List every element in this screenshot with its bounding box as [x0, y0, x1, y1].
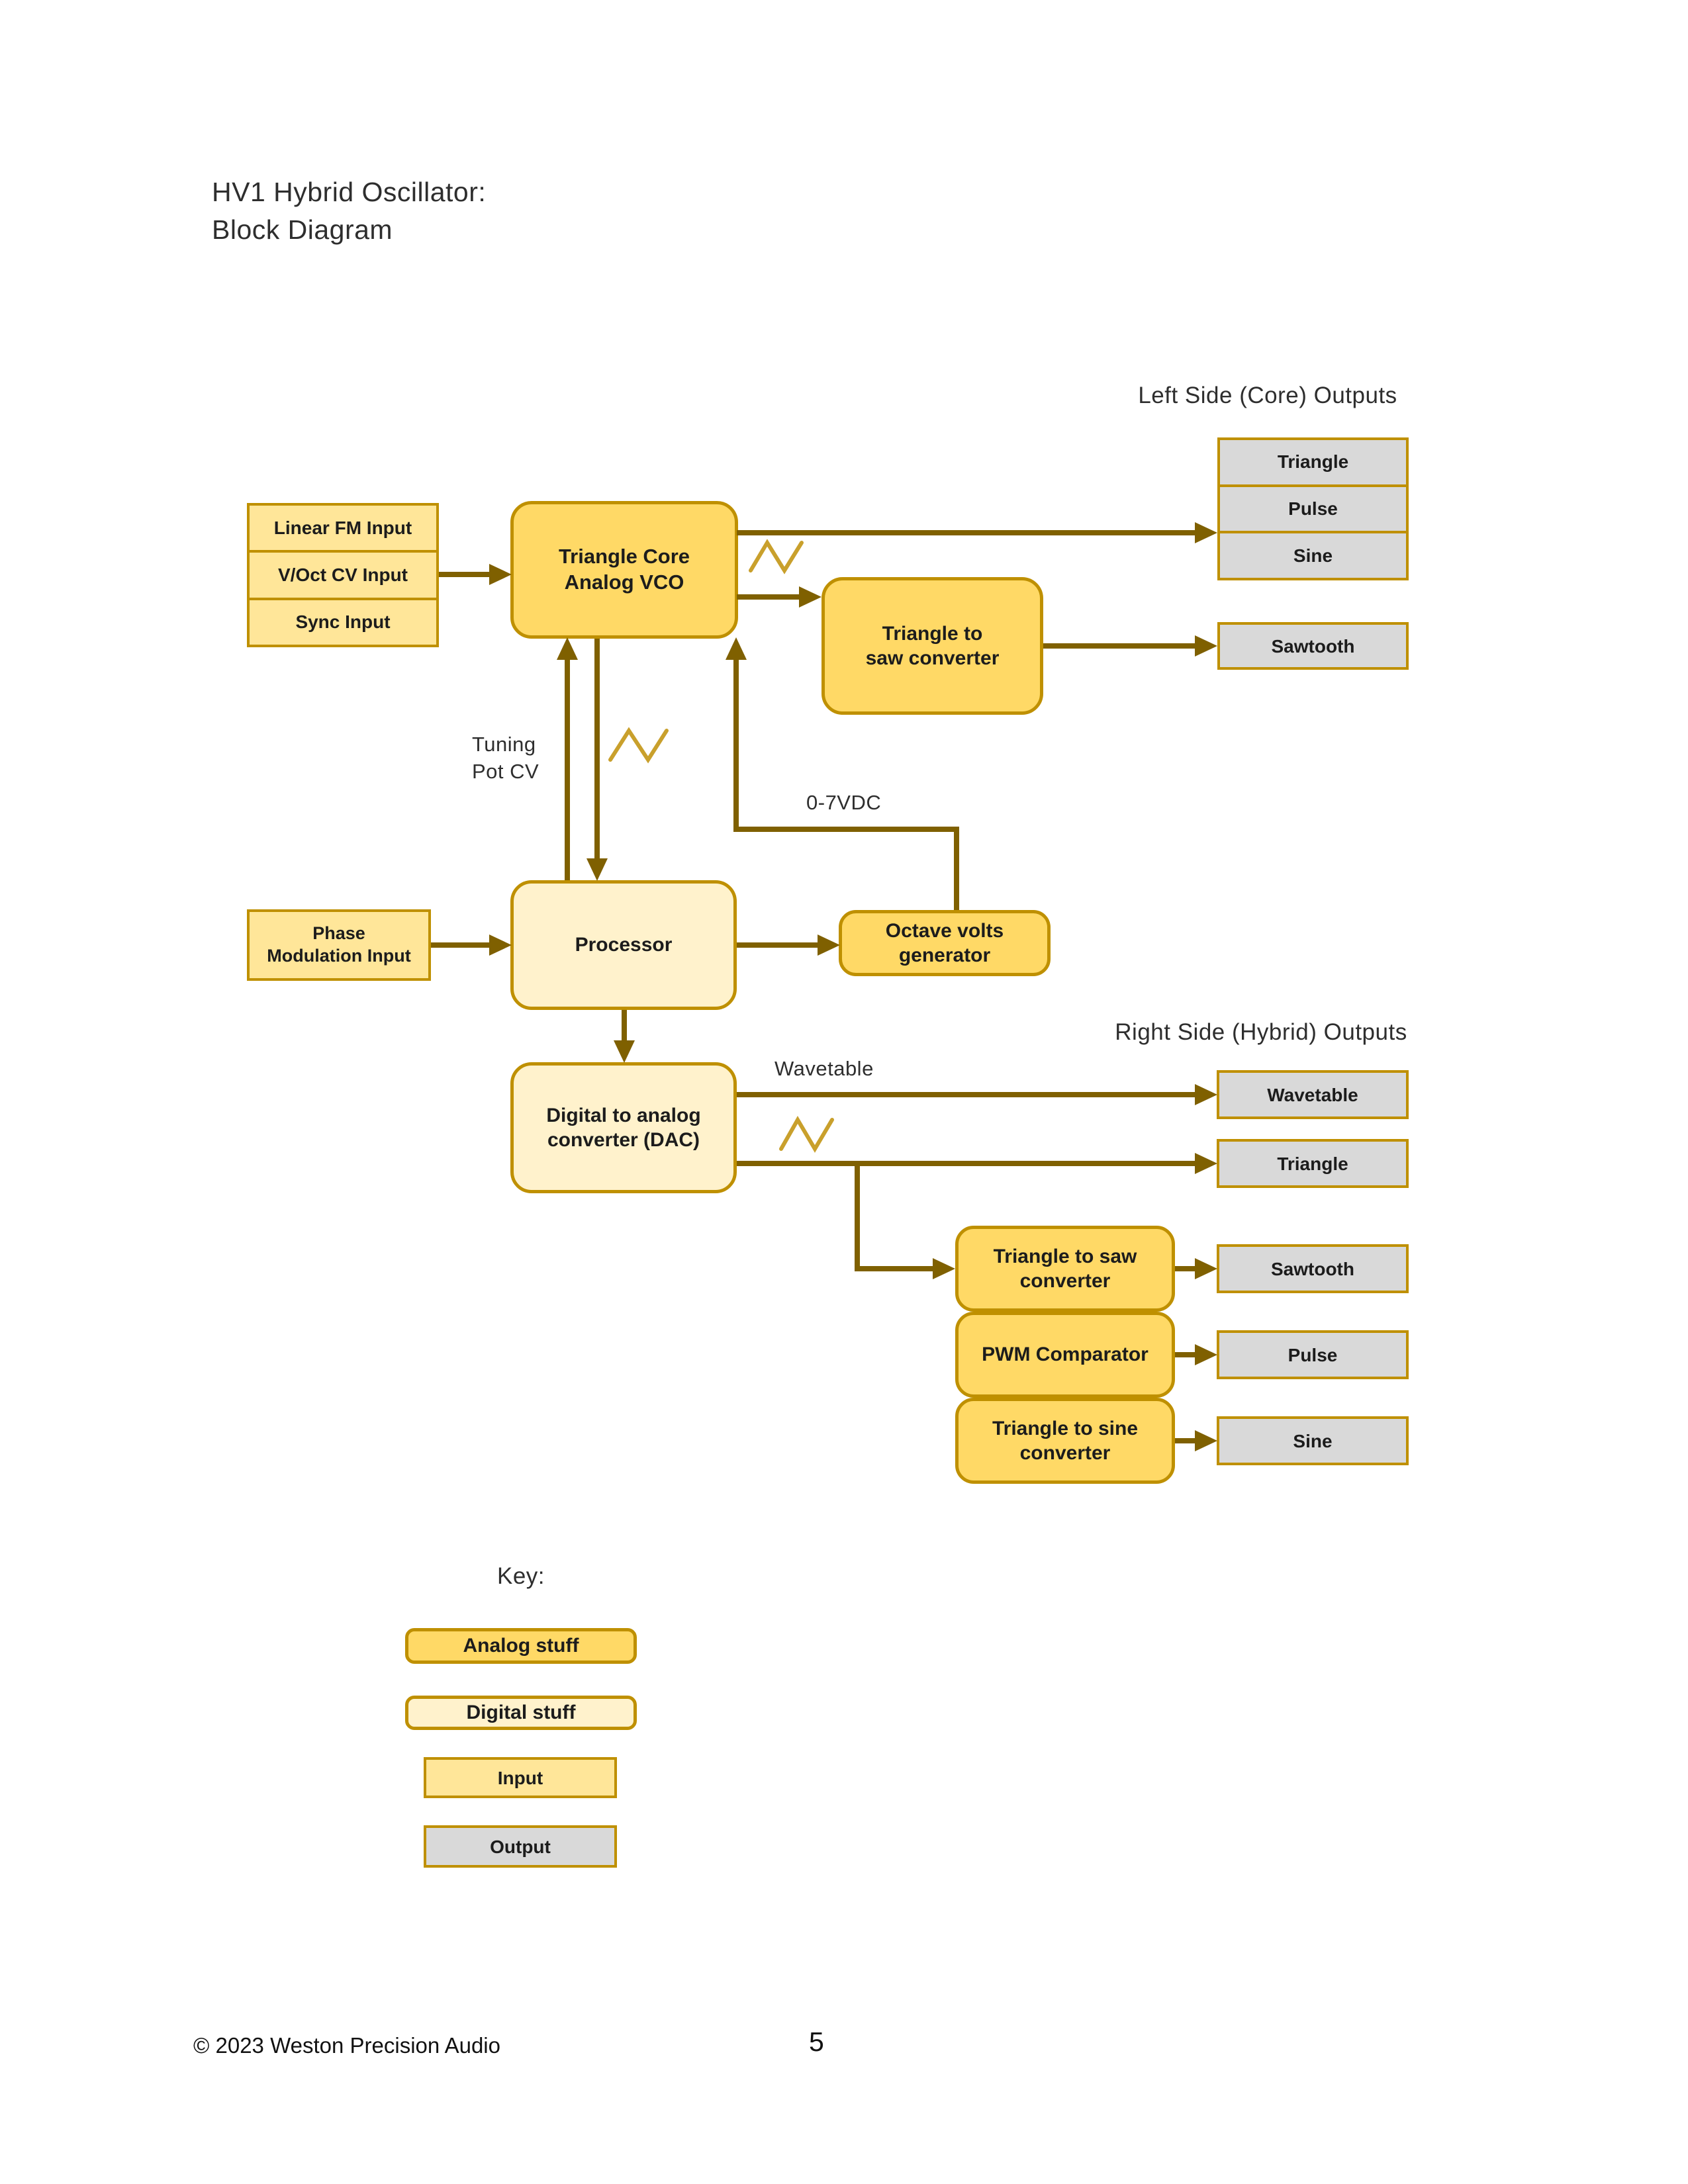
output-pulse-hybrid: Pulse: [1217, 1330, 1409, 1379]
line-0-7vdc-horizontal: [733, 827, 959, 832]
block-dac: Digital to analog converter (DAC): [510, 1062, 737, 1193]
output-triangle-core: Triangle: [1277, 451, 1349, 473]
triangle-wave-icon: [779, 1116, 834, 1153]
line-phase-mod-to-processor: [431, 942, 491, 948]
key-input: Input: [424, 1757, 617, 1798]
heading-left-outputs: Left Side (Core) Outputs: [1138, 383, 1397, 408]
output-wavetable-hybrid: Wavetable: [1217, 1070, 1409, 1119]
line-0-7vdc-to-generator: [954, 827, 959, 910]
line-branch-down: [855, 1161, 860, 1271]
arrowhead-0-7vdc-into-vco: [726, 637, 747, 660]
label-tuning-pot-cv: Tuning Pot CV: [472, 733, 539, 783]
arrowhead-dac-to-triangle: [1195, 1153, 1217, 1174]
block-saw-converter-core: Triangle to saw converter: [821, 577, 1043, 715]
line-vco-to-processor: [594, 639, 600, 859]
label-0-7vdc: 0-7VDC: [806, 791, 882, 814]
arrowhead-inputs-to-vco: [489, 564, 512, 585]
triangle-wave-icon: [749, 539, 804, 574]
output-sawtooth-hybrid: Sawtooth: [1217, 1244, 1409, 1293]
line-inputs-to-vco: [439, 572, 491, 577]
heading-right-outputs: Right Side (Hybrid) Outputs: [1115, 1019, 1407, 1045]
arrowhead-tuning-pot-cv: [557, 637, 578, 660]
line-pwm-to-pulse-hybrid: [1175, 1352, 1196, 1357]
line-processor-to-octave-volts: [737, 942, 819, 948]
page-title: HV1 Hybrid Oscillator: Block Diagram: [212, 173, 486, 249]
arrowhead-processor-to-dac: [614, 1040, 635, 1063]
key-output: Output: [424, 1825, 617, 1868]
line-dac-to-triangle: [737, 1161, 1196, 1166]
label-wavetable: Wavetable: [774, 1057, 874, 1080]
arrowhead-vco-to-core-outputs: [1195, 522, 1217, 543]
output-sine-hybrid: Sine: [1217, 1416, 1409, 1465]
block-saw-converter-hybrid: Triangle to saw converter: [955, 1226, 1175, 1312]
page-title-line2: Block Diagram: [212, 214, 393, 245]
output-sawtooth-core: Sawtooth: [1217, 622, 1409, 670]
input-linear-fm: Linear FM Input: [273, 517, 412, 538]
arrowhead-to-sawtooth-hybrid: [1195, 1258, 1217, 1279]
line-vco-to-core-outputs: [737, 530, 1196, 535]
block-triangle-core-vco: Triangle Core Analog VCO: [510, 501, 738, 639]
line-saw-converter-to-sawtooth: [1043, 643, 1196, 649]
line-saw-converter-to-sawtooth-hybrid: [1175, 1266, 1196, 1271]
output-triangle-hybrid: Triangle: [1217, 1139, 1409, 1188]
arrowhead-saw-converter-to-sawtooth: [1195, 635, 1217, 657]
arrowhead-dac-to-wavetable: [1195, 1084, 1217, 1105]
line-vco-to-saw-converter: [737, 594, 800, 600]
output-pulse-core: Pulse: [1220, 484, 1406, 531]
input-voct-cv: V/Oct CV Input: [250, 550, 436, 597]
line-dac-to-wavetable: [737, 1092, 1196, 1097]
arrowhead-vco-to-processor: [586, 858, 608, 881]
arrowhead-processor-to-octave-volts: [818, 934, 840, 956]
input-phase-modulation: Phase Modulation Input: [247, 909, 431, 981]
key-title: Key:: [496, 1563, 545, 1589]
page-number: 5: [809, 2026, 824, 2057]
arrowhead-branch-to-saw-converter: [933, 1258, 955, 1279]
block-processor: Processor: [510, 880, 737, 1010]
arrowhead-phase-mod-to-processor: [489, 934, 512, 956]
block-sine-converter: Triangle to sine converter: [955, 1398, 1175, 1484]
input-sync: Sync Input: [250, 597, 436, 645]
core-output-stack: Triangle Pulse Sine: [1217, 437, 1409, 580]
line-tuning-pot-cv: [565, 659, 570, 880]
block-octave-volts-generator: Octave volts generator: [839, 910, 1051, 976]
page-title-line1: HV1 Hybrid Oscillator:: [212, 177, 487, 207]
footer-copyright: © 2023 Weston Precision Audio: [193, 2033, 500, 2058]
line-sine-converter-to-sine-hybrid: [1175, 1438, 1196, 1443]
line-processor-to-dac: [622, 1010, 627, 1042]
line-branch-to-saw-converter: [855, 1266, 934, 1271]
block-pwm-comparator: PWM Comparator: [955, 1312, 1175, 1398]
output-sine-core: Sine: [1220, 531, 1406, 578]
line-0-7vdc-vertical: [733, 659, 739, 832]
arrowhead-to-pulse-hybrid: [1195, 1344, 1217, 1365]
arrowhead-vco-to-saw-converter: [799, 586, 821, 608]
key-digital-stuff: Digital stuff: [405, 1696, 637, 1730]
core-input-stack: Linear FM Input V/Oct CV Input Sync Inpu…: [247, 503, 439, 647]
triangle-wave-icon: [608, 727, 669, 764]
key-analog-stuff: Analog stuff: [405, 1628, 637, 1664]
arrowhead-to-sine-hybrid: [1195, 1430, 1217, 1451]
